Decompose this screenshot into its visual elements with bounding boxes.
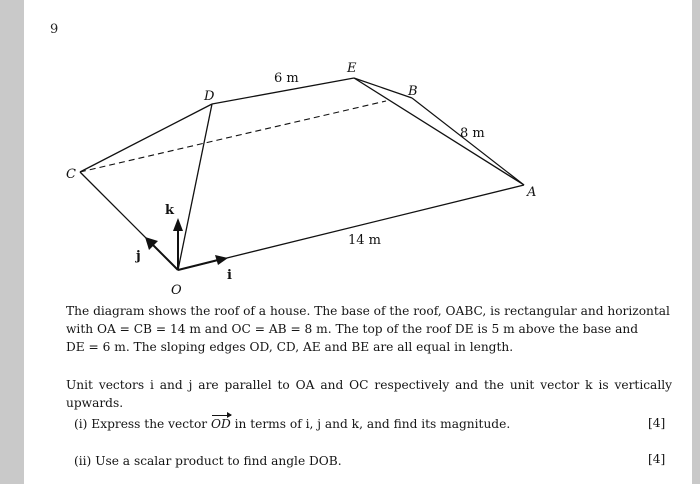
dimension-de: 6 m xyxy=(274,71,299,86)
part-i-label: (i) xyxy=(74,417,88,431)
vector-od: OD xyxy=(210,412,232,431)
dimension-oa: 14 m xyxy=(348,233,381,248)
label-e: E xyxy=(346,61,357,76)
description-line-2: with OA = CB = 14 m and OC = AB = 8 m. T… xyxy=(66,322,639,336)
roof-diagram: O A B C D E 6 m 8 m 14 m i j k xyxy=(66,61,536,298)
vector-i-line xyxy=(177,259,219,271)
label-a: A xyxy=(526,185,536,200)
part-ii-label: (ii) xyxy=(74,454,92,468)
label-j: j xyxy=(135,249,141,264)
label-b: B xyxy=(407,84,418,99)
edge-be xyxy=(353,77,413,99)
question-number: 9 xyxy=(50,22,59,37)
edge-od xyxy=(177,103,213,271)
edge-de xyxy=(211,77,355,105)
label-c: C xyxy=(66,167,76,182)
part-ii-text: Use a scalar product to find angle DOB. xyxy=(95,454,342,468)
edge-cd xyxy=(79,103,213,173)
label-o: O xyxy=(171,283,182,298)
paper-sheet: 9 O A B C D E xyxy=(24,0,692,484)
description-line-3: DE = 6 m. The sloping edges OD, CD, AE a… xyxy=(66,340,514,354)
description-line-1: The diagram shows the roof of a house. T… xyxy=(66,304,670,318)
part-ii-marks: [4] xyxy=(648,452,666,466)
dimension-ab: 8 m xyxy=(460,126,485,141)
part-i-marks: [4] xyxy=(648,416,666,430)
edge-ae xyxy=(353,77,525,186)
question-part-ii: (ii) Use a scalar product to find angle … xyxy=(74,454,342,468)
right-margin xyxy=(692,0,700,484)
description-paragraph: The diagram shows the roof of a house. T… xyxy=(66,302,672,356)
question-part-i: (i) Express the vector OD in terms of i,… xyxy=(74,412,511,431)
vector-i-arrowhead xyxy=(215,255,228,265)
label-i: i xyxy=(227,268,232,283)
part-i-suffix: in terms of i, j and k, and find its mag… xyxy=(234,417,511,431)
left-margin xyxy=(0,0,24,484)
label-k: k xyxy=(165,203,175,218)
vector-k-arrowhead xyxy=(173,218,183,231)
edge-cb-dashed xyxy=(79,100,387,173)
edge-ab xyxy=(411,97,525,186)
unit-vector-paragraph: Unit vectors i and j are parallel to OA … xyxy=(66,378,672,410)
vector-j-arrowhead xyxy=(145,237,158,250)
part-i-prefix: Express the vector xyxy=(91,417,208,431)
edge-oa xyxy=(177,184,525,271)
vector-j-line xyxy=(151,243,179,271)
label-d: D xyxy=(203,89,215,104)
